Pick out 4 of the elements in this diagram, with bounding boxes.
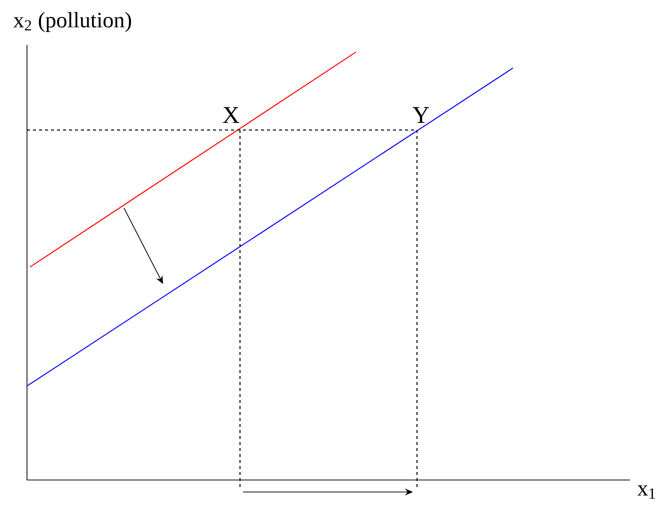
axis-label: x$_{1}$ (637, 485, 655, 499)
point-label: X (222, 107, 240, 123)
point-label: Y (412, 107, 430, 123)
axis-label: x$_{2}$ (pollution) (13, 12, 132, 32)
